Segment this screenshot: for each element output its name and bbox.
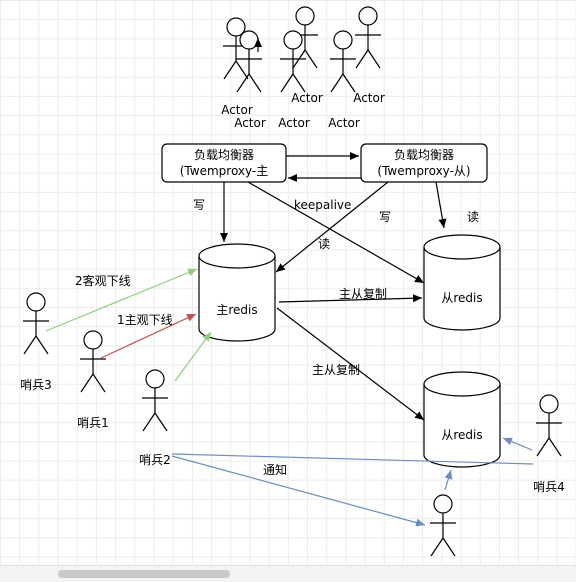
actor-label: Actor [328,116,360,130]
lb-master-title: 负载均衡器 [194,148,254,162]
redis-slave-2[interactable]: 从redis [423,371,501,468]
edge-notify-line [171,453,534,465]
diagram-canvas: Actor Actor Actor Actor Actor Actor 负载均衡… [20,6,565,557]
edge-replicate-1 [278,294,423,303]
actor-label: Actor [234,116,266,130]
actor-icon [329,30,357,93]
horizontal-scrollbar[interactable] [0,565,576,582]
sentinel-icon [535,394,563,457]
edge-read-right [435,181,447,229]
actor-icon [354,6,382,69]
actor-label: Actor [353,91,385,105]
top-actors: Actor Actor Actor Actor Actor Actor [221,6,385,130]
edge-read-center [275,181,389,273]
redis-master[interactable]: 主redis [198,243,276,342]
scrollbar-thumb[interactable] [58,570,230,578]
edge-replicate-2 [276,307,425,421]
sentinel-4[interactable]: 哨兵4 [533,394,565,494]
sentinel-2-label: 哨兵2 [139,452,171,467]
label-objective-down: 2客观下线 [75,273,131,288]
sentinel-1-label: 哨兵1 [77,415,109,430]
sentinel-2[interactable]: 哨兵2 [139,369,171,467]
edge-subjective-down [100,313,197,359]
lb-slave-title: 负载均衡器 [394,148,454,162]
label-replicate-1: 主从复制 [339,287,387,301]
redis-slave-1[interactable]: 从redis [423,234,501,331]
actor-label: Actor [278,116,310,130]
edge-sentinel2-master [174,331,212,382]
label-notify: 通知 [263,463,287,477]
edge-objective-down [45,268,198,332]
sentinel-icon [141,369,169,432]
lb-master-box[interactable]: 负载均衡器 (Twemproxy-主 [161,143,287,183]
sentinel-4-label: 哨兵4 [533,479,565,494]
edge-notify-client [171,455,426,527]
lb-slave-box[interactable]: 负载均衡器 (Twemproxy-从) [360,143,488,183]
sentinel-1[interactable]: 哨兵1 [77,330,109,430]
label-read-center: 读 [318,237,330,251]
label-replicate-2: 主从复制 [312,363,360,377]
sentinel-icon [79,330,107,393]
actor-icon [429,494,457,557]
edge-client-slave [444,469,453,491]
actor-icon [279,30,307,93]
label-read-right: 读 [467,210,479,224]
label-write-left: 写 [193,198,205,212]
redis-master-label: 主redis [216,303,257,317]
lb-master-subtitle: (Twemproxy-主 [180,164,269,178]
lb-slave-subtitle: (Twemproxy-从) [377,164,470,178]
label-write-right: 写 [379,210,391,224]
sentinel-icon [22,292,50,355]
label-keepalive: keepalive [294,198,351,212]
sentinel-3[interactable]: 哨兵3 [20,292,52,392]
redis-slave-1-label: 从redis [441,291,482,305]
client-actor-bottom[interactable] [429,494,457,557]
edge-keepalive [247,181,425,284]
actor-label: Actor [291,91,323,105]
edge-sentinel4-slave [502,437,533,451]
redis-slave-2-label: 从redis [441,428,482,442]
label-subjective-down: 1主观下线 [117,313,173,327]
sentinel-3-label: 哨兵3 [20,377,52,392]
actor-label: Actor [221,103,253,117]
